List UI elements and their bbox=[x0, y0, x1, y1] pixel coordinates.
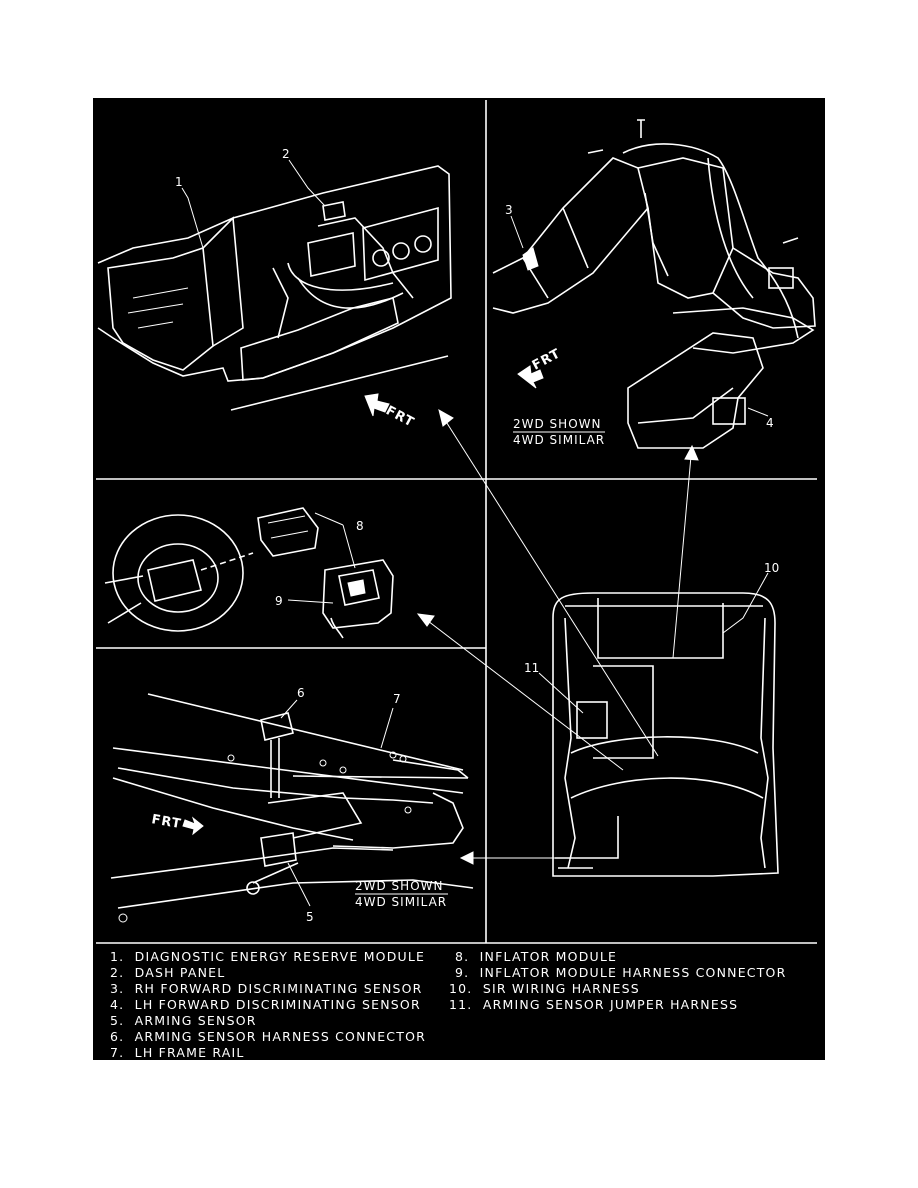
caption-bottom-left-line1: 2WD SHOWN bbox=[355, 879, 443, 893]
vehicle-top-view bbox=[552, 592, 779, 877]
steering-wheel-illustration bbox=[104, 507, 394, 639]
variant-captions: 2WD SHOWN 4WD SIMILAR 2WD SHOWN 4WD SIMI… bbox=[355, 417, 605, 909]
legend-item-9: 9. INFLATOR MODULE HARNESS CONNECTOR bbox=[455, 965, 786, 980]
callout-4: 4 bbox=[766, 416, 774, 430]
legend-item-4: 4. LH FORWARD DISCRIMINATING SENSOR bbox=[110, 997, 421, 1012]
pointer-arrows bbox=[416, 408, 699, 865]
sir-component-locator-figure: FRT FRT FRT 1 2 3 4 5 6 7 8 9 10 11 2WD … bbox=[93, 98, 825, 1060]
legend-item-3: 3. RH FORWARD DISCRIMINATING SENSOR bbox=[110, 981, 423, 996]
callout-8: 8 bbox=[356, 519, 364, 533]
legend-item-2: 2. DASH PANEL bbox=[110, 965, 225, 980]
legend-item-8: 8. INFLATOR MODULE bbox=[455, 949, 617, 964]
legend-item-1: 1. DIAGNOSTIC ENERGY RESERVE MODULE bbox=[110, 949, 425, 964]
dash-panel-illustration bbox=[97, 165, 452, 411]
caption-top-right-line1: 2WD SHOWN bbox=[513, 417, 601, 431]
frt-arrow-icon bbox=[364, 393, 390, 417]
frt-arrow-icon bbox=[182, 816, 204, 836]
callout-5: 5 bbox=[306, 910, 314, 924]
callout-3: 3 bbox=[505, 203, 513, 217]
callout-9: 9 bbox=[275, 594, 283, 608]
callout-1: 1 bbox=[175, 175, 183, 189]
legend: 1. DIAGNOSTIC ENERGY RESERVE MODULE 2. D… bbox=[110, 949, 786, 1060]
callout-leaders bbox=[181, 159, 769, 907]
callout-10: 10 bbox=[764, 561, 779, 575]
caption-top-right-line2: 4WD SIMILAR bbox=[513, 433, 605, 447]
callout-numbers: 1 2 3 4 5 6 7 8 9 10 11 bbox=[175, 147, 779, 924]
callout-6: 6 bbox=[297, 686, 305, 700]
callout-11: 11 bbox=[524, 661, 539, 675]
panel-dividers bbox=[96, 100, 817, 944]
frt-arrow-icon bbox=[517, 365, 544, 389]
frame-rail-illustration bbox=[492, 119, 816, 449]
legend-item-5: 5. ARMING SENSOR bbox=[110, 1013, 257, 1028]
legend-item-10: 10. SIR WIRING HARNESS bbox=[449, 981, 640, 996]
callout-2: 2 bbox=[282, 147, 290, 161]
legend-item-6: 6. ARMING SENSOR HARNESS CONNECTOR bbox=[110, 1029, 426, 1044]
callout-7: 7 bbox=[393, 692, 401, 706]
caption-bottom-left-line2: 4WD SIMILAR bbox=[355, 895, 447, 909]
arming-sensor-illustration bbox=[110, 693, 474, 923]
frt-label-arming: FRT bbox=[150, 812, 182, 832]
legend-item-7: 7. LH FRAME RAIL bbox=[110, 1045, 245, 1060]
legend-item-11: 11. ARMING SENSOR JUMPER HARNESS bbox=[449, 997, 738, 1012]
